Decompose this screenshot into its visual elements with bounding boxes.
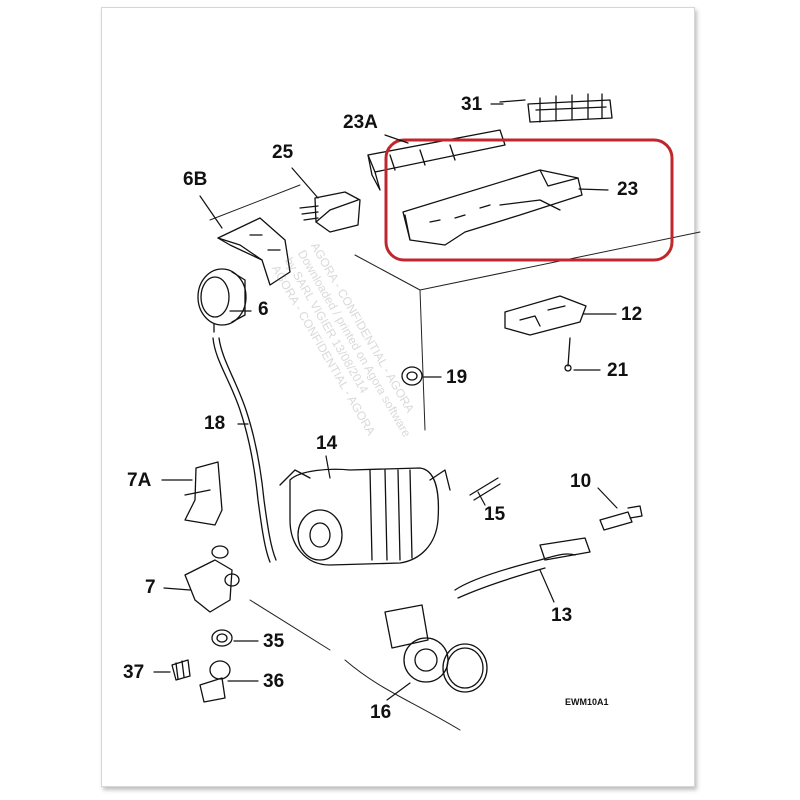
label-36: 36	[263, 671, 285, 692]
part-13-heater	[454, 537, 591, 599]
label-6: 6	[258, 299, 269, 320]
label-31: 31	[461, 94, 483, 115]
part-23A-cover	[367, 129, 506, 191]
label-35: 35	[263, 631, 285, 652]
label-25: 25	[272, 142, 294, 163]
label-15: 15	[484, 504, 506, 525]
part-21-screw	[564, 337, 572, 372]
part-7A-plate	[184, 461, 223, 526]
diagram-code: EWM10A1	[565, 697, 609, 707]
cabinet-outline	[209, 184, 701, 731]
label-7A: 7A	[127, 470, 152, 491]
part-31-connector-strip	[499, 93, 613, 123]
label-10: 10	[570, 471, 592, 492]
label-19: 19	[446, 367, 468, 388]
label-14: 14	[316, 433, 338, 454]
part-6-timer	[197, 268, 247, 333]
label-23: 23	[617, 179, 639, 200]
label-12: 12	[621, 304, 643, 325]
part-35-seal	[211, 629, 233, 647]
part-7-valve	[184, 545, 240, 613]
part-18-hose	[212, 337, 277, 563]
label-16: 16	[370, 702, 392, 723]
highlight-box	[384, 138, 674, 262]
part-36-connector	[199, 660, 231, 703]
part-25-suppressor	[299, 191, 361, 233]
label-23A: 23A	[343, 112, 378, 133]
part-10-sensor	[599, 505, 643, 531]
part-15-screw	[469, 477, 501, 501]
part-19-grommet	[401, 366, 423, 386]
label-7: 7	[145, 577, 156, 598]
label-6B: 6B	[183, 169, 208, 190]
diagram-sheet	[101, 7, 695, 787]
label-13: 13	[551, 605, 573, 626]
label-37: 37	[123, 662, 145, 683]
part-12-lock	[504, 295, 587, 336]
leader-lines	[153, 103, 618, 701]
part-14-motor	[279, 467, 451, 566]
label-21: 21	[607, 360, 629, 381]
part-23-door-interlock	[402, 169, 583, 246]
part-16-pump	[384, 604, 488, 693]
part-6B-shield	[217, 217, 291, 286]
label-18: 18	[204, 413, 226, 434]
part-37-filter	[171, 659, 191, 681]
